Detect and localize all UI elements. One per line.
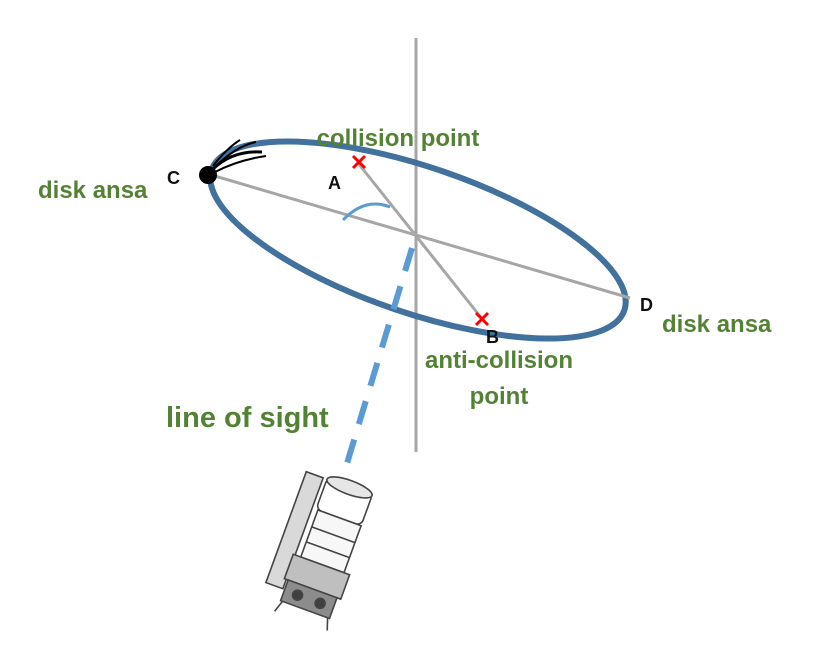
line-of-sight-label: line of sight bbox=[166, 402, 329, 434]
point-b-label: B bbox=[486, 327, 499, 347]
point-a-label: A bbox=[328, 173, 341, 193]
major-axis-line bbox=[207, 172, 631, 300]
collision-axis-line bbox=[356, 162, 485, 321]
collision-point-marker bbox=[351, 154, 367, 170]
disk-ansa-right-label: disk ansa bbox=[662, 311, 772, 338]
anti-collision-label-line2: point bbox=[470, 383, 529, 410]
space-telescope-icon bbox=[264, 470, 373, 631]
collision-point-label: collision point bbox=[317, 125, 480, 152]
disk-ansa-left-label: disk ansa bbox=[38, 177, 148, 204]
anti-collision-point-marker bbox=[474, 311, 490, 327]
line-of-sight-dashed bbox=[342, 247, 415, 471]
point-c-label: C bbox=[167, 168, 180, 188]
anti-collision-label-line1: anti-collision bbox=[425, 347, 573, 374]
angle-arc bbox=[341, 202, 391, 222]
point-d-label: D bbox=[640, 295, 653, 315]
comet-icon bbox=[199, 139, 267, 184]
